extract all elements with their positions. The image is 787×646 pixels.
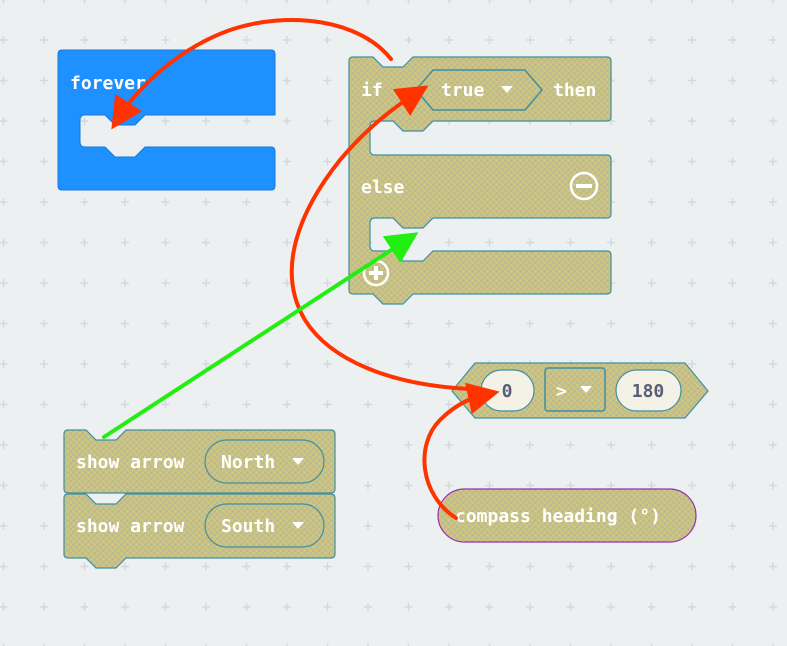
arrow-compare-to-condition: [289, 85, 472, 391]
show-arrow-block-north[interactable]: show arrow North: [63, 429, 336, 494]
if-else-block[interactable]: if true then else: [348, 56, 612, 305]
direction-value: North: [221, 452, 275, 473]
operator-dropdown[interactable]: >: [544, 367, 606, 412]
arrow-show-arrow-to-else: [102, 232, 419, 439]
chevron-down-icon: [292, 458, 304, 465]
direction-dropdown-south[interactable]: South: [204, 503, 325, 548]
condition-value: true: [441, 80, 485, 101]
left-operand-field[interactable]: 0: [480, 369, 535, 412]
left-operand-value: 0: [502, 381, 513, 402]
minus-circle-icon[interactable]: [569, 171, 599, 201]
forever-label: forever: [70, 73, 146, 94]
chevron-down-icon: [580, 386, 592, 393]
compass-heading-block[interactable]: compass heading (°): [437, 488, 697, 543]
chevron-down-icon: [501, 86, 513, 93]
right-operand-field[interactable]: 180: [615, 369, 682, 412]
chevron-down-icon: [292, 522, 304, 529]
condition-dropdown[interactable]: true: [415, 69, 543, 111]
show-arrow-block-south[interactable]: show arrow South: [63, 493, 336, 569]
if-label: if: [361, 80, 383, 101]
direction-dropdown-north[interactable]: North: [204, 439, 325, 484]
then-label: then: [553, 80, 596, 101]
show-arrow-label: show arrow: [76, 452, 185, 473]
right-operand-value: 180: [632, 381, 665, 402]
compass-heading-label: compass heading (°): [455, 506, 661, 527]
operator-value: >: [556, 381, 567, 402]
arrow-compass-to-operand: [422, 382, 500, 520]
compare-block[interactable]: 0 > 180: [451, 362, 709, 419]
arrow-if-to-forever: [111, 18, 393, 130]
show-arrow-label: show arrow: [76, 516, 185, 537]
else-label: else: [361, 177, 405, 198]
direction-value: South: [221, 516, 275, 537]
